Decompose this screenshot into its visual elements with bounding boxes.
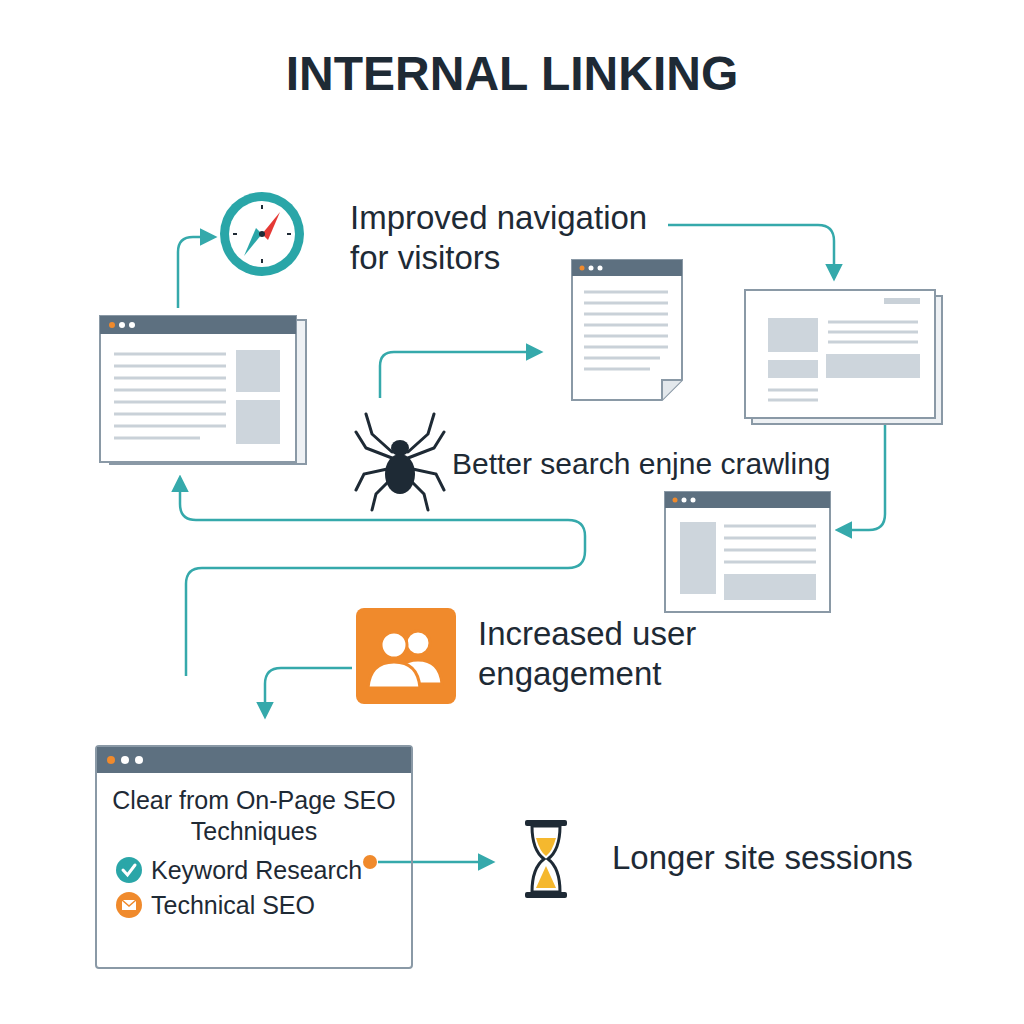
caption: Improved navigation for visitors	[350, 198, 680, 277]
list-item: Keyword Research	[151, 856, 362, 885]
hourglass-icon	[525, 820, 567, 898]
user-icon	[356, 608, 456, 704]
compass-icon	[220, 192, 304, 276]
page-document	[572, 260, 682, 400]
box-heading: Clear from On-Page SEO Techniques	[97, 773, 411, 852]
window-dot	[107, 756, 115, 764]
page-window	[665, 492, 830, 612]
window-dot	[135, 756, 143, 764]
list-row: Technical SEO	[97, 887, 411, 922]
title-bar	[97, 747, 411, 773]
caption: Increased user engagement	[478, 614, 778, 693]
link-dot	[363, 855, 377, 869]
list-item: Technical SEO	[151, 891, 315, 920]
title: INTERNAL LINKING	[0, 46, 1024, 101]
list-row: Keyword Research	[97, 852, 411, 887]
check-icon	[115, 856, 143, 884]
caption: Longer site sessions	[612, 838, 992, 878]
spider-icon	[356, 414, 444, 510]
page-window	[745, 290, 942, 424]
window-dot	[121, 756, 129, 764]
caption: Better search enjne crawling	[452, 446, 872, 482]
page-window	[100, 316, 306, 464]
browser-window: Clear from On-Page SEO TechniquesKeyword…	[95, 745, 413, 969]
mail-icon	[115, 891, 143, 919]
